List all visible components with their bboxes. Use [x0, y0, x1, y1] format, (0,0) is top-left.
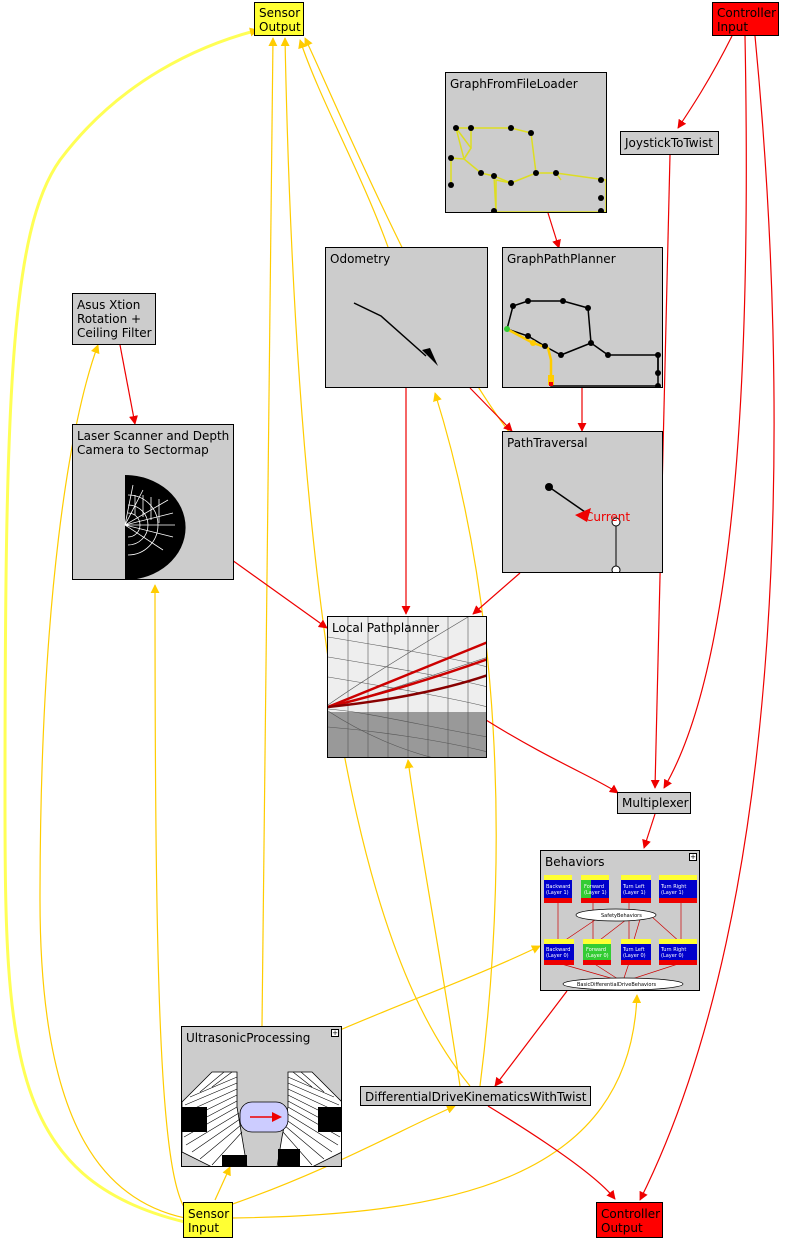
node-sensor-input[interactable]: Sensor Input [183, 1202, 233, 1238]
svg-text:Turn Right: Turn Right [660, 947, 686, 953]
behavior-layer0-1: Forward(Layer 0) [583, 939, 611, 965]
node-label: JoystickToTwist [625, 136, 713, 150]
node-controller-input[interactable]: Controller Input [712, 2, 779, 36]
direction-arrow-icon [272, 1112, 282, 1122]
behavior-layer0-3: Turn Right(Layer 0) [659, 939, 697, 965]
graph-path-preview [504, 298, 661, 387]
edge-controller-to-joystick [677, 35, 733, 129]
local-pathplanner-preview [328, 617, 486, 757]
behavior-layer0-2: Turn Left(Layer 0) [621, 939, 651, 965]
edge-sensor-to-diffdrive [229, 1105, 456, 1206]
edge-sensor-to-laser [150, 584, 191, 1216]
svg-text:Turn Right: Turn Right [660, 884, 686, 890]
node-label: Controller Output [601, 1207, 661, 1235]
svg-text:Turn Left: Turn Left [622, 947, 645, 953]
safety-behaviors-label: SafetyBehaviors [601, 913, 642, 919]
svg-text:Forward: Forward [586, 947, 606, 953]
node-label: Laser Scanner and Depth Camera to Sector… [77, 429, 230, 457]
behavior-layer1-3: Turn Right(Layer 1) [659, 875, 697, 903]
node-laser-scanner[interactable]: Laser Scanner and Depth Camera to Sector… [72, 424, 234, 580]
node-joystick-to-twist[interactable]: JoystickToTwist [620, 131, 719, 155]
svg-text:Turn Left: Turn Left [622, 884, 645, 890]
edge-ultrasonic-to-sensor-output [261, 37, 278, 1027]
svg-text:(Layer 1): (Layer 1) [623, 890, 646, 896]
current-position-icon [575, 508, 591, 522]
node-odometry[interactable]: Odometry [325, 247, 488, 388]
behaviors-preview: Backward(Layer 1) Forward(Layer 1) Turn … [544, 875, 697, 990]
node-label: PathTraversal [507, 436, 588, 450]
sectormap-preview [124, 475, 186, 579]
node-label: Asus Xtion Rotation + Ceiling Filter [77, 298, 152, 340]
node-behaviors[interactable]: Behaviors + Backward(Layer 1) Forward(La… [540, 850, 700, 991]
node-multiplexer[interactable]: Multiplexer [617, 792, 691, 814]
node-graph-from-file-loader[interactable]: GraphFromFileLoader [445, 72, 607, 213]
node-label: Local Pathplanner [332, 621, 440, 635]
edge-odometry-to-sensor-output [298, 39, 389, 248]
behavior-layer0-0: Backward(Layer 0) [544, 939, 574, 965]
edge-behaviors-to-diffdrive [494, 990, 568, 1087]
svg-text:(Layer 0): (Layer 0) [586, 953, 609, 959]
node-graph-path-planner[interactable]: GraphPathPlanner [502, 247, 663, 388]
node-differential-drive[interactable]: DifferentialDriveKinematicsWithTwist [360, 1086, 591, 1106]
svg-text:(Layer 1): (Layer 1) [546, 890, 569, 896]
node-controller-output[interactable]: Controller Output [596, 1202, 663, 1238]
node-label: Sensor Input [188, 1207, 230, 1235]
edge-controller-to-multiplexer [663, 35, 747, 789]
node-local-pathplanner[interactable]: Local Pathplanner [327, 616, 487, 758]
edge-graphloader-to-graphplanner [547, 212, 561, 249]
edge-diffdrive-to-controller-output [487, 1105, 616, 1200]
graph-preview [448, 125, 606, 212]
edge-localplanner-to-multiplexer [485, 719, 619, 794]
node-ultrasonic-processing[interactable]: UltrasonicProcessing + [181, 1026, 342, 1167]
node-label: Multiplexer [622, 796, 689, 810]
edge-sensor-to-ultrasonic [214, 1166, 231, 1201]
node-sensor-output[interactable]: Sensor Output [254, 2, 304, 36]
svg-text:(Layer 0): (Layer 0) [661, 953, 684, 959]
svg-text:Backward: Backward [546, 947, 570, 953]
edge-sensor-input-to-sensor-output [3, 27, 259, 1224]
node-label: Controller Input [717, 6, 777, 34]
node-path-traversal[interactable]: PathTraversal Current [502, 431, 663, 573]
node-label: DifferentialDriveKinematicsWithTwist [365, 1090, 587, 1104]
node-label: GraphPathPlanner [507, 252, 616, 266]
behavior-layer1-2: Turn Left(Layer 1) [621, 875, 651, 903]
edge-controller-to-controller-output [639, 35, 775, 1201]
node-label: Odometry [330, 252, 391, 266]
svg-text:(Layer 1): (Layer 1) [584, 890, 607, 896]
edge-laser-to-localplanner [231, 559, 328, 629]
edge-diffdrive-to-localplanner [404, 759, 461, 1087]
edge-asus-to-laser [119, 344, 138, 425]
node-label: Behaviors [545, 855, 605, 869]
edge-multiplexer-to-behaviors [642, 813, 656, 849]
edge-diffdrive-to-sensor-output [280, 37, 471, 1087]
node-asus-xtion[interactable]: Asus Xtion Rotation + Ceiling Filter [72, 293, 156, 345]
behavior-label: Backward [546, 884, 570, 890]
edge-odometry-to-pathtraversal [469, 387, 513, 432]
behavior-layer1-0: Backward(Layer 1) [544, 875, 572, 903]
edge-ultrasonic-to-behaviors [339, 945, 541, 1031]
svg-text:Forward: Forward [584, 884, 604, 890]
path-traversal-preview: Current [545, 483, 630, 572]
expand-icon[interactable]: + [689, 853, 697, 861]
svg-text:(Layer 0): (Layer 0) [623, 953, 646, 959]
current-label: Current [585, 510, 630, 524]
node-label: UltrasonicProcessing [186, 1031, 311, 1045]
behavior-layer1-1: Forward(Layer 1) [581, 875, 609, 903]
odometry-trajectory [353, 302, 438, 366]
edge-pathtraversal-to-localplanner [472, 572, 521, 615]
edge-diffdrive-to-odometry [433, 392, 497, 1087]
node-label: GraphFromFileLoader [450, 77, 578, 91]
svg-text:(Layer 0): (Layer 0) [546, 953, 569, 959]
odometry-arrow-icon [422, 348, 438, 366]
node-label: Sensor Output [259, 6, 301, 34]
ultrasonic-preview [182, 1071, 341, 1166]
basic-behaviors-label: BasicDifferentialDriveBehaviors [577, 982, 657, 988]
svg-text:(Layer 1): (Layer 1) [661, 890, 684, 896]
expand-icon[interactable]: + [331, 1029, 339, 1037]
edge-sensor-to-behaviors [231, 994, 642, 1219]
